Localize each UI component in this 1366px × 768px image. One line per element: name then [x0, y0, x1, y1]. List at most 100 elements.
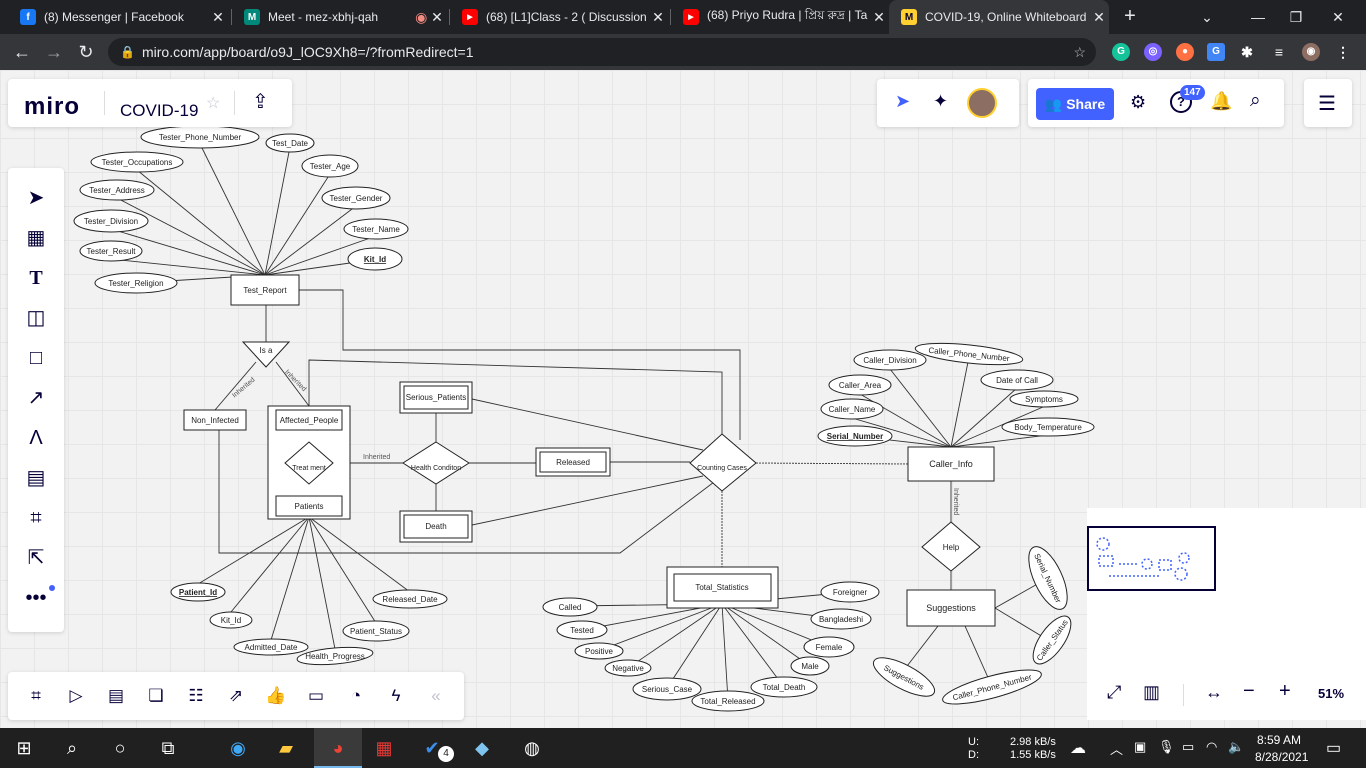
browser-menu-icon[interactable]: ⋮: [1336, 44, 1350, 60]
cursor-follow-icon[interactable]: ➤: [895, 91, 911, 111]
zoom-level[interactable]: 51%: [1318, 686, 1345, 701]
shapes-tool[interactable]: □: [29, 347, 43, 369]
grammarly-extension-icon[interactable]: G: [1112, 43, 1130, 61]
miro-logo[interactable]: miro: [24, 93, 81, 120]
share-button[interactable]: 👥 Share: [1036, 88, 1114, 120]
meet-tray-icon[interactable]: ▣: [1134, 739, 1147, 754]
comments-icon[interactable]: ▤: [107, 686, 125, 705]
color-extension-icon[interactable]: ◎: [1144, 43, 1162, 61]
restore-button[interactable]: ❐: [1289, 9, 1303, 25]
presentation-icon[interactable]: ▷: [69, 686, 83, 705]
celebrate-icon[interactable]: ✦: [933, 91, 949, 111]
tab-search-icon[interactable]: ⌄: [1201, 9, 1213, 25]
recording-indicator-icon: ◉ ✕: [415, 8, 443, 25]
more-tools-icon[interactable]: •••: [25, 587, 47, 609]
search-icon[interactable]: ⌕: [1250, 90, 1261, 111]
svg-text:Treat ment: Treat ment: [292, 465, 326, 472]
url-bar[interactable]: 🔒 miro.com/app/board/o9J_lOC9Xh8=/?fromR…: [108, 38, 1096, 66]
back-button[interactable]: ←: [13, 42, 31, 62]
forward-button[interactable]: →: [45, 42, 63, 62]
clock-date[interactable]: 8/28/2021: [1255, 750, 1309, 764]
sticky-note-tool[interactable]: ◫: [26, 307, 46, 329]
star-icon[interactable]: ☆: [206, 95, 221, 112]
extension-icon[interactable]: ●: [1176, 43, 1194, 61]
fit-to-screen-icon[interactable]: ↔: [1205, 682, 1223, 702]
windows-start-icon[interactable]: ⊞: [16, 738, 32, 758]
isa-triangle: Is a: [241, 341, 291, 368]
reload-button[interactable]: ↻: [78, 42, 94, 62]
zoom-in-button[interactable]: +: [1279, 680, 1291, 702]
bell-icon[interactable]: 🔔: [1210, 91, 1233, 111]
notification-center-icon[interactable]: ▭: [1326, 740, 1342, 757]
tab-meet[interactable]: M Meet - mez-xbhj-qah ◉ ✕: [232, 0, 446, 34]
pen-tool[interactable]: Ʌ: [29, 427, 43, 449]
task-view-icon[interactable]: ⧉: [161, 738, 175, 758]
cortana-icon[interactable]: ○: [114, 738, 126, 758]
collapse-chevron-icon[interactable]: «: [431, 686, 441, 705]
volume-icon[interactable]: 🔈: [1228, 739, 1245, 754]
frame-tool[interactable]: ⌗: [30, 507, 42, 529]
profile-avatar[interactable]: ◉: [1302, 43, 1320, 61]
battery-icon[interactable]: ▭: [1182, 739, 1195, 754]
zoom-out-button[interactable]: −: [1243, 680, 1255, 702]
close-tab-icon[interactable]: ✕: [212, 8, 224, 25]
translate-extension-icon[interactable]: G: [1207, 43, 1225, 61]
screen-share-icon[interactable]: ⇗: [228, 686, 244, 705]
timer-icon[interactable]: ◔: [350, 686, 362, 705]
show-hidden-icons-chevron[interactable]: ︿: [1110, 742, 1124, 757]
close-tab-icon[interactable]: ✕: [652, 8, 664, 25]
tab-class-discussion[interactable]: ▶ (68) [L1]Class - 2 ( Discussion ✕: [450, 0, 668, 34]
attribute-ellipse: Admitted_Date: [233, 638, 309, 656]
board-list-icon[interactable]: ☰: [1318, 93, 1336, 115]
clock-time[interactable]: 8:59 AM: [1257, 733, 1302, 747]
upload-tool[interactable]: ⇱: [27, 547, 45, 569]
windows-taskbar: ⊞ ⌕ ○ ⧉ ◉ ▰ ◕ ▦ ✔ 4 ◆ ◍ U: D: 2.98 kB/s …: [0, 728, 1366, 768]
new-tab-button[interactable]: +: [1124, 5, 1136, 27]
lightning-icon[interactable]: ϟ: [391, 686, 401, 705]
file-explorer-icon[interactable]: ▰: [279, 738, 293, 758]
tab-covid-whiteboard[interactable]: M COVID-19, Online Whiteboard ✕: [889, 0, 1109, 34]
search-icon[interactable]: ⌕: [66, 738, 78, 758]
onedrive-cloud-icon[interactable]: ☁: [1070, 740, 1086, 757]
microphone-icon[interactable]: 🎙: [1158, 739, 1175, 754]
minimize-button[interactable]: —: [1251, 9, 1265, 25]
wifi-icon[interactable]: ◠: [1206, 739, 1218, 754]
map-icon[interactable]: ▥: [1143, 682, 1161, 702]
board-canvas[interactable]: Inherited Inherited Inherited Inherited …: [0, 70, 1366, 728]
user-avatar[interactable]: [967, 88, 997, 118]
svg-text:Bangladeshi: Bangladeshi: [819, 615, 863, 624]
select-cursor-tool[interactable]: ➤: [27, 187, 45, 209]
github-icon[interactable]: ◍: [524, 738, 540, 758]
board-name[interactable]: COVID-19: [120, 101, 199, 120]
edge-browser-icon[interactable]: ◉: [230, 738, 246, 758]
svg-text:Serious_Case: Serious_Case: [642, 685, 693, 694]
tab-messenger[interactable]: f (8) Messenger | Facebook ✕: [8, 0, 228, 34]
extensions-puzzle-icon[interactable]: ✱: [1241, 44, 1253, 60]
text-tool[interactable]: T: [29, 267, 43, 289]
cards-icon[interactable]: ☷: [188, 686, 204, 705]
board-header-panel: miro COVID-19 ☆ ⇪: [8, 79, 292, 127]
frames-icon[interactable]: ⌗: [31, 686, 41, 705]
fullscreen-icon[interactable]: ⤢: [1107, 682, 1122, 702]
close-tab-icon[interactable]: ✕: [873, 8, 885, 25]
close-window-button[interactable]: ✕: [1332, 9, 1344, 25]
app-icon[interactable]: ▦: [375, 738, 393, 758]
chat-icon[interactable]: ❏: [148, 686, 164, 705]
chrome-icon[interactable]: ◕: [314, 728, 362, 768]
export-upload-icon[interactable]: ⇪: [252, 91, 269, 113]
connection-line-tool[interactable]: ↗: [27, 387, 45, 409]
app-icon[interactable]: ◆: [475, 738, 489, 758]
svg-text:Tester_Result: Tester_Result: [87, 247, 137, 256]
reading-list-icon[interactable]: ≡: [1274, 44, 1284, 60]
video-chat-icon[interactable]: ▭: [307, 686, 325, 705]
minimap-viewport[interactable]: [1087, 526, 1216, 591]
settings-sliders-icon[interactable]: ⚙: [1130, 92, 1147, 112]
bookmark-star-icon[interactable]: ☆: [1073, 44, 1086, 60]
close-tab-icon[interactable]: ✕: [1093, 8, 1105, 25]
todo-icon[interactable]: ✔: [424, 738, 440, 758]
templates-tool[interactable]: ▦: [26, 227, 46, 249]
voting-thumbs-up-icon[interactable]: 👍: [265, 686, 287, 705]
tab-priyo-rudra[interactable]: ▶ (68) Priyo Rudra | প্রিয় রুদ্র | Ta ✕: [671, 0, 889, 34]
comment-tool[interactable]: ▤: [26, 467, 46, 489]
net-download-speed: 1.55 kB/s: [1010, 749, 1056, 761]
